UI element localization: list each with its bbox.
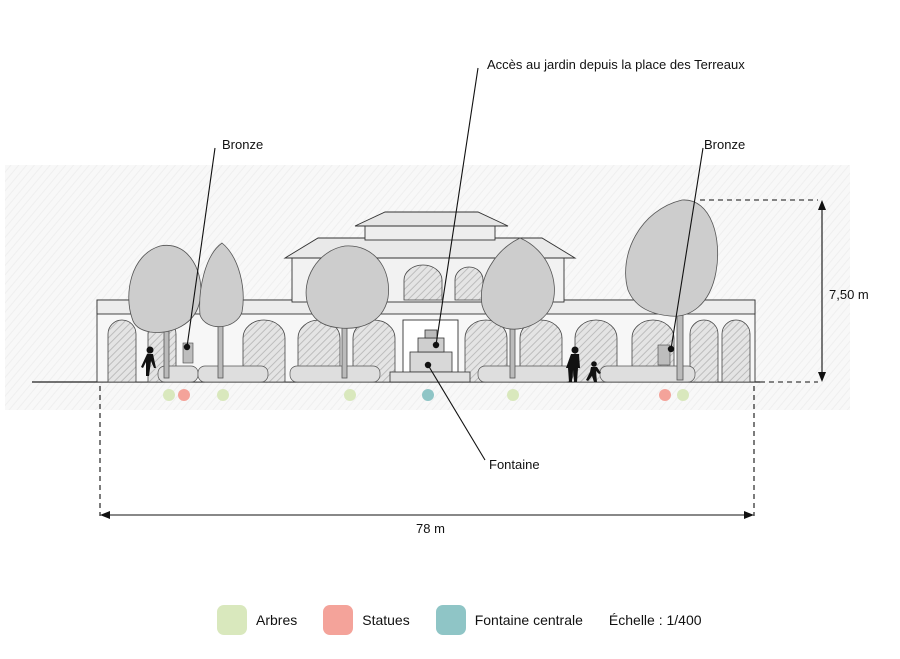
plan-dot-tree (217, 389, 229, 401)
legend-item-statues: Statues (323, 605, 410, 635)
legend: Arbres Statues Fontaine centrale Échelle… (217, 605, 702, 635)
legend-label-statues: Statues (362, 612, 410, 628)
legend-label-trees: Arbres (256, 612, 298, 628)
width-dimension (99, 386, 755, 519)
legend-swatch-trees (217, 605, 247, 635)
tree-1 (128, 244, 202, 379)
leader-points (183, 341, 675, 369)
tree-3 (305, 245, 389, 379)
tree-4 (481, 237, 555, 379)
fountain-sketch (389, 329, 471, 383)
label-height: 7,50 m (829, 287, 869, 302)
plan-dot-fountain (422, 389, 434, 401)
legend-swatch-fountain (435, 605, 466, 635)
plan-dot-statue (178, 389, 190, 401)
height-dimension (700, 199, 826, 383)
child-running (586, 361, 601, 382)
label-access: Accès au jardin depuis la place des Terr… (487, 57, 745, 72)
legend-swatch-statues (323, 605, 354, 635)
person-standing (566, 346, 580, 382)
hedges (157, 365, 696, 383)
label-fountain: Fontaine (489, 457, 540, 472)
label-width: 78 m (416, 521, 445, 536)
legend-item-trees: Arbres (217, 605, 297, 635)
tree-5 (625, 199, 719, 381)
plan-dot-tree (677, 389, 689, 401)
legend-item-fountain: Fontaine centrale (435, 605, 583, 635)
plan-dot-tree (344, 389, 356, 401)
tree-2 (199, 242, 244, 379)
plan-dots (163, 389, 689, 401)
plan-dot-tree (163, 389, 175, 401)
legend-scale: Échelle : 1/400 (608, 612, 702, 628)
plan-dot-statue (659, 389, 671, 401)
person-walking-left (141, 346, 156, 376)
plan-dot-tree (507, 389, 519, 401)
legend-label-fountain: Fontaine centrale (474, 612, 583, 628)
label-bronze-right: Bronze (704, 137, 746, 152)
leader-lines (186, 67, 704, 461)
trees (128, 199, 719, 381)
label-bronze-left: Bronze (222, 137, 264, 152)
people-silhouettes (141, 346, 601, 382)
